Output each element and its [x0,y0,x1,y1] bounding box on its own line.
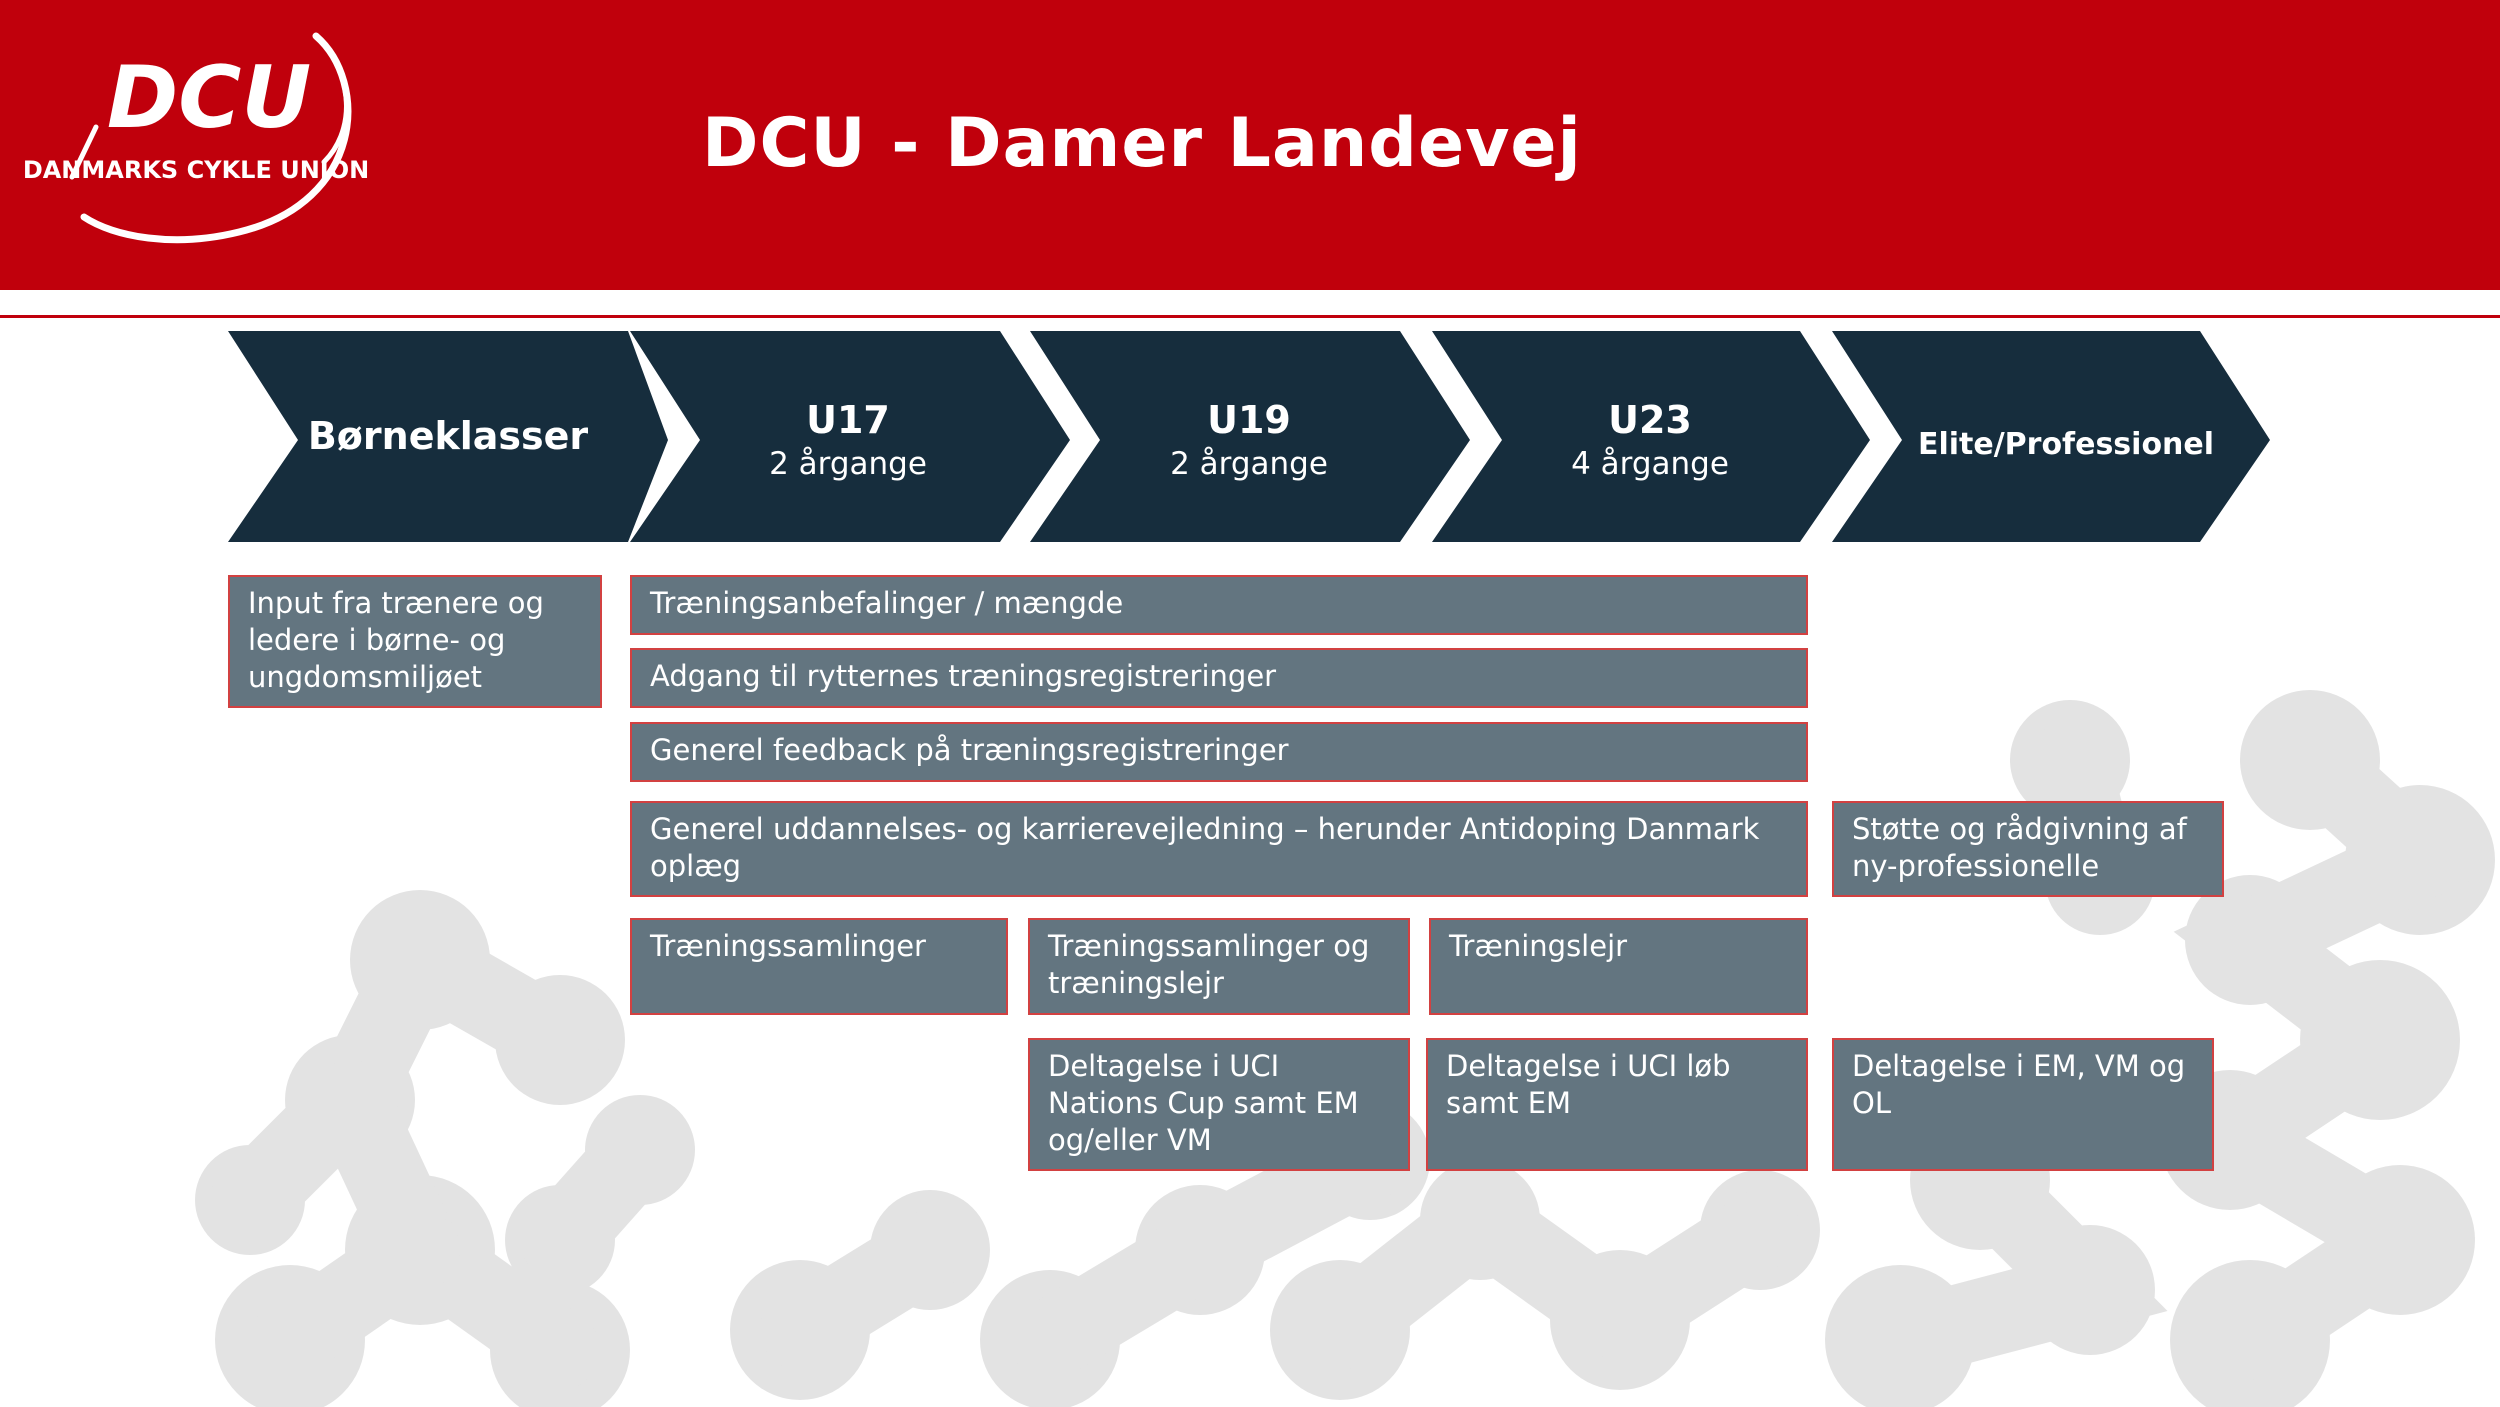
header-divider [0,315,2500,318]
svg-text:DANMARKS CYKLE UNION: DANMARKS CYKLE UNION [24,156,369,184]
box-camps-u23: Træningslejr [1429,918,1808,1015]
stage-u17: U17 2 årgange [769,398,927,482]
chevron-u19 [1030,331,1470,542]
chevron-borneklasser [228,331,668,542]
box-input-coaches: Input fra trænere og ledere i børne- og … [228,575,602,708]
stage-u23: U23 4 årgange [1571,398,1729,482]
chevron-u17 [630,331,1070,542]
svg-text:DCU: DCU [107,48,311,148]
header-banner [0,0,2500,290]
box-training-recommendations: Træningsanbefalinger / mængde [630,575,1808,635]
box-uci-u23: Deltagelse i UCI løb samt EM [1426,1038,1808,1171]
dcu-logo: DCU DANMARKS CYKLE UNION [23,32,374,254]
box-camps-u17: Træningssamlinger [630,918,1008,1015]
chevron-u23 [1432,331,1870,542]
page-title: DCU - Damer Landevej [702,104,1582,183]
stage-u19: U19 2 årgange [1170,398,1328,482]
box-elite-championships: Deltagelse i EM, VM og OL [1832,1038,2214,1171]
chevron-elite [1832,331,2270,542]
stage-borneklasser: Børneklasser [307,414,589,458]
stage-elite: Elite/Professionel [1917,427,2215,462]
box-pro-support: Støtte og rådgivning af ny-professionell… [1832,801,2224,897]
box-education-guidance: Generel uddannelses- og karrierevejledni… [630,801,1808,897]
box-uci-u19: Deltagelse i UCI Nations Cup samt EM og/… [1028,1038,1410,1171]
box-general-feedback: Generel feedback på træningsregistrering… [630,722,1808,782]
box-camps-u19: Træningssamlinger og træningslejr [1028,918,1410,1015]
box-training-registrations-access: Adgang til rytternes træningsregistrerin… [630,648,1808,708]
